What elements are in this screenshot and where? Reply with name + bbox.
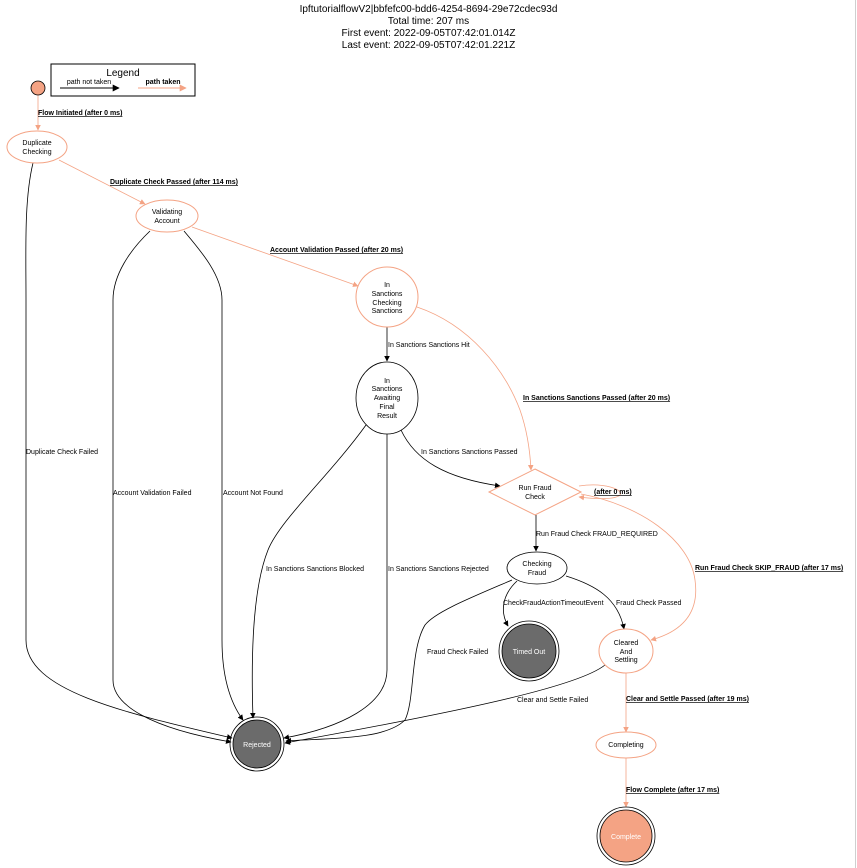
node-in-sanctions-awaiting-line5: Result [377, 413, 397, 420]
node-checking-fraud-line2: Fraud [528, 570, 546, 577]
label-account-not-found: Account Not Found [223, 490, 283, 497]
label-flow-complete: Flow Complete (after 17 ms) [626, 787, 719, 794]
node-in-sanctions-awaiting-line2: Sanctions [372, 386, 403, 393]
label-duplicate-check-passed: Duplicate Check Passed (after 114 ms) [110, 179, 238, 186]
node-complete [599, 809, 653, 863]
legend-box [50, 63, 196, 97]
label-fraud-check-passed: Fraud Check Passed [616, 600, 681, 607]
label-clear-settle-passed: Clear and Settle Passed (after 19 ms) [626, 696, 749, 703]
node-in-sanctions-checking [355, 266, 419, 328]
edge-account-validation-failed [112, 230, 232, 744]
total-time: Total time: 207 ms [387, 16, 470, 27]
edge-self-loop [578, 484, 621, 501]
node-in-sanctions-awaiting [355, 361, 419, 435]
label-timeout-event: CheckFraudActionTimeoutEvent [503, 600, 604, 607]
node-checking-fraud [506, 551, 568, 585]
node-validating-account [135, 199, 199, 233]
node-timed-out-label: Timed Out [513, 649, 545, 656]
edge-account-validation-passed [191, 226, 359, 287]
node-completing [595, 731, 657, 759]
node-cleared-and-settling [598, 628, 654, 674]
edge-skip-fraud [580, 493, 697, 642]
edges-not-taken [25, 162, 626, 745]
node-timed-out [501, 623, 557, 679]
edge-fraud-check-passed [565, 575, 626, 630]
edge-clear-settle-failed [284, 664, 606, 745]
label-fraud-required: Run Fraud Check FRAUD_REQUIRED [536, 531, 658, 538]
node-timed-out-outer [498, 620, 560, 682]
label-sanctions-passed: In Sanctions Sanctions Passed [421, 449, 518, 456]
label-sanctions-rejected: In Sanctions Sanctions Rejected [388, 566, 489, 573]
label-flow-initiated: Flow Initiated (after 0 ms) [38, 110, 122, 117]
first-event: First event: 2022-09-05T07:42:01.014Z [341, 28, 516, 39]
node-rejected [232, 719, 282, 769]
legend-taken-label: path taken [145, 79, 180, 86]
node-duplicate-checking [6, 130, 68, 164]
label-duplicate-check-failed: Duplicate Check Failed [26, 449, 98, 456]
legend: Legend path not taken path taken [50, 63, 196, 97]
node-rejected-outer [229, 716, 285, 772]
label-sanctions-blocked: In Sanctions Sanctions Blocked [266, 566, 364, 573]
start-node [30, 80, 46, 96]
right-border [855, 0, 856, 868]
nodes: Duplicate Checking Validating Account In… [6, 80, 657, 866]
node-in-sanctions-checking-line2: Sanctions [372, 291, 403, 298]
node-cleared-line1: Cleared [614, 640, 639, 647]
last-event: Last event: 2022-09-05T07:42:01.221Z [341, 40, 516, 51]
node-validating-account-line2: Account [154, 218, 179, 225]
edges-taken [35, 95, 697, 808]
node-in-sanctions-awaiting-line1: In [384, 378, 390, 385]
node-in-sanctions-checking-line4: Sanctions [372, 308, 403, 315]
node-complete-label: Complete [611, 834, 641, 841]
node-in-sanctions-checking-line1: In [384, 282, 390, 289]
node-in-sanctions-awaiting-line3: Awaiting [374, 395, 400, 402]
node-run-fraud-check [487, 468, 583, 516]
edge-sanctions-rejected [283, 434, 388, 740]
label-clear-settle-failed: Clear and Settle Failed [517, 697, 588, 704]
label-sanctions-passed-taken: In Sanctions Sanctions Passed (after 20 … [523, 395, 670, 402]
edge-timeout-event [502, 580, 518, 627]
edge-account-not-found [183, 230, 244, 721]
node-completing-label: Completing [608, 742, 644, 749]
node-validating-account-line1: Validating [152, 209, 182, 216]
label-fraud-check-failed: Fraud Check Failed [427, 649, 488, 656]
edge-sanctions-blocked [250, 424, 367, 719]
diagram-header: IpftutorialflowV2|bbfefc00-bdd6-4254-869… [0, 4, 857, 52]
edge-labels: Flow Initiated (after 0 ms) Duplicate Ch… [26, 110, 843, 794]
node-in-sanctions-awaiting-line4: Final [379, 404, 395, 411]
flow-title: IpftutorialflowV2|bbfefc00-bdd6-4254-869… [299, 4, 558, 15]
edge-fraud-check-failed [285, 579, 513, 744]
label-skip-fraud: Run Fraud Check SKIP_FRAUD (after 17 ms) [695, 565, 843, 572]
label-account-validation-passed: Account Validation Passed (after 20 ms) [270, 247, 403, 254]
edge-duplicate-check-passed [58, 159, 146, 205]
node-cleared-line2: And [620, 649, 633, 656]
label-account-validation-failed: Account Validation Failed [113, 490, 192, 497]
legend-not-taken-label: path not taken [67, 79, 111, 86]
node-run-fraud-check-line1: Run Fraud [518, 485, 551, 492]
node-in-sanctions-checking-line3: Checking [372, 300, 401, 307]
node-duplicate-checking-line2: Checking [22, 149, 51, 156]
node-complete-outer [596, 806, 656, 866]
node-duplicate-checking-line1: Duplicate [22, 140, 51, 147]
node-rejected-label: Rejected [243, 742, 271, 749]
edge-sanctions-passed [400, 429, 501, 489]
node-run-fraud-check-line2: Check [525, 494, 545, 501]
node-cleared-line3: Settling [614, 657, 637, 664]
label-after-0: (after 0 ms) [594, 489, 632, 496]
label-sanctions-hit: In Sanctions Sanctions Hit [388, 342, 470, 349]
edge-sanctions-passed-taken [416, 306, 534, 471]
node-checking-fraud-line1: Checking [522, 561, 551, 568]
legend-title: Legend [106, 68, 139, 79]
